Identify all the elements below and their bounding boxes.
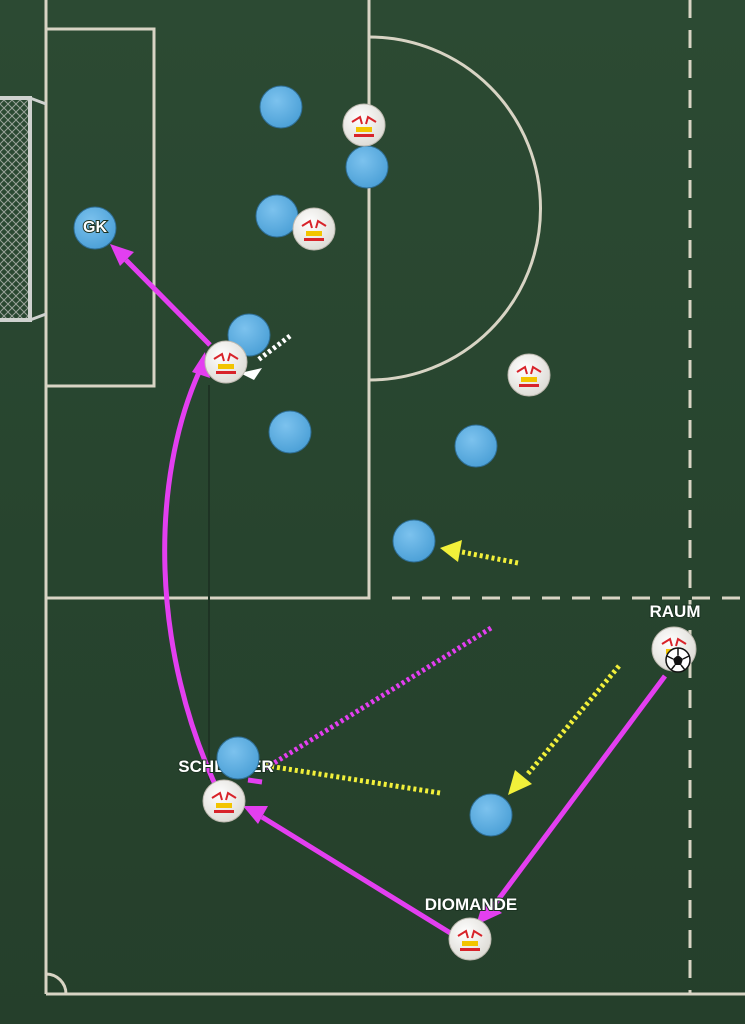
penalty-arc [368,35,542,382]
pass-to-goalkeeper [124,258,212,347]
red-bull-badge-icon [342,103,386,147]
soccer-ball-icon [665,647,691,673]
penalty-area [44,0,371,600]
press-line-yellow-2 [524,664,621,778]
red-bull-badge-icon [204,340,248,384]
label-goalkeeper: GK [83,219,107,236]
opponent-marker [392,519,436,563]
opponent-goalkeeper [73,206,117,250]
pass-arrowhead-4 [110,244,134,266]
pass-diomande-to-schlager [260,814,454,937]
run-arrowhead-white [240,368,262,380]
press-line-magenta [264,625,493,771]
corner-arc [45,972,68,995]
pass-arrowhead-1 [476,899,502,925]
press-arrowhead-1 [440,540,462,562]
opponent-marker [255,194,299,238]
opponent-marker [469,793,513,837]
pitch-markings [44,0,745,996]
press-lines [240,334,621,796]
team-players [202,103,697,961]
press-arrowhead-2 [508,770,532,795]
red-bull-badge-icon [292,207,336,251]
goal-net-icon [0,96,47,322]
pass-raum-to-diomande [489,674,668,910]
press-line-yellow-3 [261,762,441,796]
pass-arrows [110,244,668,937]
label-diomande: DIOMANDE [425,895,518,914]
opponents [73,85,513,837]
player-schlager [202,779,246,823]
run-line-white [256,334,292,362]
pass-arrowhead-2 [243,806,268,824]
label-raum: RAUM [650,602,701,621]
opponent-marker [454,424,498,468]
red-bull-badge-icon [507,353,551,397]
opponent-marker-front [216,736,260,780]
opponent-marker [345,145,389,189]
pass-schlager-to-box [162,368,223,797]
opponent-marker [259,85,303,129]
press-line-magenta-tip [247,777,263,785]
opponent-marker [268,410,312,454]
player-diomande [448,917,492,961]
press-line-yellow-1 [461,549,519,566]
